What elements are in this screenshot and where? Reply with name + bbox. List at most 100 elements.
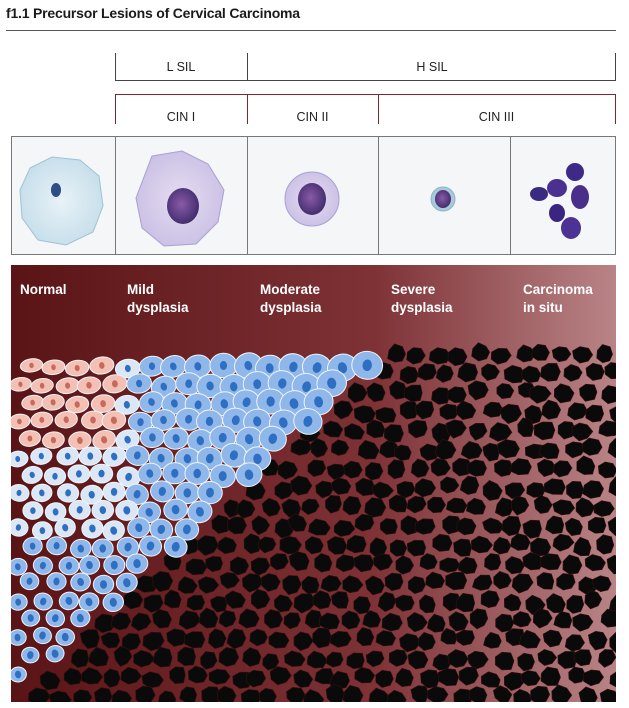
cell-nucleus [53,577,60,586]
malignant-cell [469,608,489,630]
malignant-cell [583,669,604,687]
malignant-cell [258,536,277,554]
malignant-cell [587,630,608,651]
figure-title: f1.1 Precursor Lesions of Cervical Carci… [6,5,300,21]
malignant-cell [447,386,467,404]
malignant-cell [371,481,395,500]
malignant-cell [606,554,616,575]
cell-nucleus [196,436,205,446]
malignant-cell [242,647,262,667]
cell-nucleus [15,598,22,606]
malignant-cell [341,610,361,630]
malignant-cell [417,363,437,381]
malignant-cell [250,557,271,576]
malignant-cell [399,401,420,420]
cell-nucleus [337,362,348,374]
malignant-cell [432,533,453,552]
malignant-cell [224,590,246,609]
malignant-cell [459,475,480,495]
malignant-cell [94,613,117,634]
cell-nucleus [124,542,132,552]
malignant-cell [208,668,231,685]
malignant-cell [200,651,218,670]
malignant-cell [269,666,292,686]
malignant-cell [326,463,347,480]
malignant-cell [522,552,545,571]
malignant-cell [284,650,306,667]
cell-nucleus [52,472,58,480]
cell-nucleus [77,437,83,444]
malignant-cell [428,347,451,365]
malignant-cell [395,555,415,575]
lsil-label: L SIL [166,60,196,74]
malignant-cell [456,400,477,421]
malignant-cell [545,515,565,535]
malignant-cell [293,631,314,652]
malignant-cell [274,481,294,500]
malignant-cell [342,575,364,594]
malignant-cell [344,423,365,440]
malignant-cell [135,685,156,702]
malignant-cell [331,477,352,495]
cell-nucleus [218,471,227,482]
malignant-cell [417,632,436,651]
malignant-cell [551,346,572,363]
cell-nucleus [314,396,324,408]
malignant-cell [587,516,607,534]
malignant-cell [236,499,256,519]
malignant-cell [557,421,577,440]
malignant-cell [310,437,329,458]
cell-nucleus [146,541,155,551]
cell-nucleus [124,435,131,444]
malignant-cell [251,515,271,536]
cell-nucleus [219,361,228,370]
malignant-cell [81,666,104,685]
malignant-cell [388,494,408,513]
malignant-cell [335,554,357,573]
malignant-cell [598,420,616,437]
malignant-cell [184,631,206,649]
malignant-cell [387,343,406,363]
malignant-cell [455,592,476,613]
malignant-cell [471,342,491,362]
malignant-cell [197,535,219,557]
malignant-cell [308,518,331,536]
malignant-cell [414,478,437,498]
cell-nucleus [205,416,214,426]
malignant-cell [375,630,397,647]
malignant-cell [494,651,515,671]
malignant-cell [596,344,613,364]
carcinoma-cell-cluster [530,163,589,239]
malignant-cell [261,573,281,592]
hsil-label: H SIL [416,60,448,74]
malignant-cell [440,476,460,494]
cell-nucleus [51,364,56,371]
cell-nucleus [183,488,192,498]
malignant-cell [268,631,290,649]
malignant-cell [457,362,479,383]
malignant-cell [110,612,132,631]
cell-nucleus [38,452,44,460]
hsil-bracket-tick-right [615,53,616,81]
cell-nucleus [14,670,22,679]
cell-nucleus [27,614,34,622]
malignant-cell [48,690,72,702]
malignant-cell [223,499,241,518]
stage-label-normal: Normal [20,282,67,297]
photo-divider-3 [378,136,379,255]
title-rule [6,30,616,31]
cell-nucleus [14,563,21,571]
malignant-cell [564,634,585,652]
malignant-cell [601,385,616,405]
cell-nucleus [30,399,35,406]
malignant-cell [169,666,186,685]
malignant-cell [533,494,553,514]
photo-divider-1 [115,136,116,255]
cell-nucleus [65,561,73,570]
malignant-cell [494,497,514,517]
cell-nucleus [123,506,131,515]
cell-nucleus [110,416,117,424]
malignant-cell [312,627,332,649]
malignant-cell [388,649,408,667]
malignant-cell [304,536,324,555]
